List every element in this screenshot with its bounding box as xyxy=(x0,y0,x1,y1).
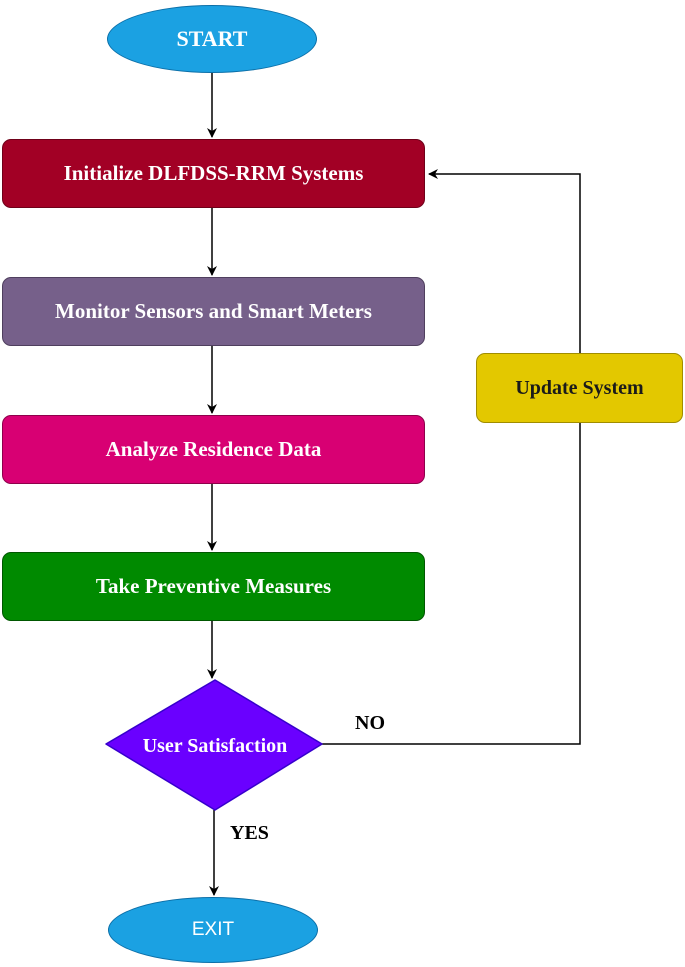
yes-edge-label: YES xyxy=(230,822,269,844)
analyze-data-node: Analyze Residence Data xyxy=(2,415,425,484)
decision-diamond xyxy=(105,679,323,811)
exit-node: EXIT xyxy=(108,897,318,963)
monitor-sensors-node: Monitor Sensors and Smart Meters xyxy=(2,277,425,346)
initialize-systems-node: Initialize DLFDSS-RRM Systems xyxy=(2,139,425,208)
preventive-measures-node: Take Preventive Measures xyxy=(2,552,425,621)
arrow-update-to-initialize xyxy=(428,169,581,353)
update-system-node: Update System xyxy=(476,353,683,423)
arrow-decision-to-update xyxy=(322,423,581,745)
no-edge-label: NO xyxy=(355,712,385,734)
decision-label: User Satisfaction xyxy=(142,734,288,757)
start-node: START xyxy=(107,5,317,73)
